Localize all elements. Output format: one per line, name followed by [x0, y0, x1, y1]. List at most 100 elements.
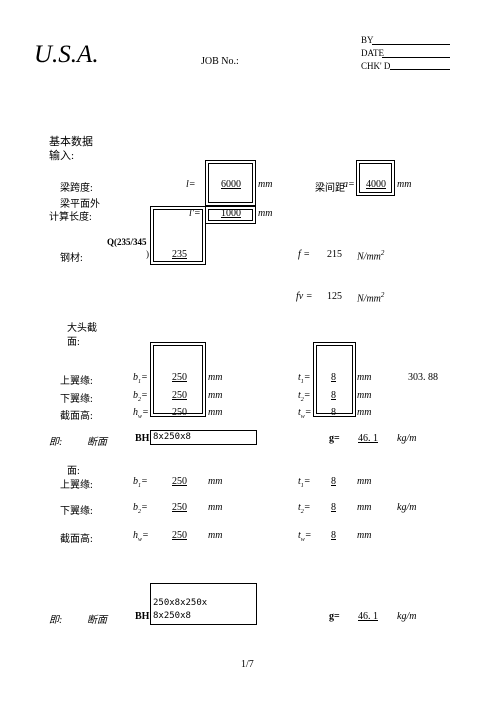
unbraced-value[interactable]: 1000: [221, 208, 241, 219]
row-b-symbol: hw=: [133, 530, 149, 543]
fv-value: 125: [327, 291, 342, 302]
unbraced-input-box-top: [205, 206, 256, 224]
unbraced-unit: mm: [258, 208, 273, 219]
date-line: [382, 57, 450, 58]
small-end-section-text-2: 8x250x8: [153, 611, 191, 621]
big-end-heading-2: 面:: [67, 337, 80, 348]
span-value[interactable]: 6000: [221, 179, 241, 190]
steel-grade-1: Q(235/345: [107, 237, 147, 247]
fv-unit: N/mm2: [357, 291, 385, 305]
row-b-symbol: b1=: [133, 476, 148, 489]
row-b-value[interactable]: 250: [172, 390, 187, 401]
row-t-unit: mm: [357, 390, 372, 401]
small-end-g-label: g=: [329, 611, 340, 622]
spacing-value[interactable]: 4000: [366, 179, 386, 190]
spacing-symbol: a=: [343, 179, 355, 190]
span-label: 梁跨度:: [60, 183, 93, 194]
row-b-symbol: b2=: [133, 390, 148, 403]
small-end-code: BH: [135, 611, 150, 622]
row-t-unit: mm: [357, 502, 372, 513]
fv-symbol: fv =: [296, 291, 313, 302]
small-end-section-box: 250x8x250x 8x250x8: [150, 583, 257, 625]
row-t-value[interactable]: 8: [331, 390, 336, 401]
small-end-section-text-1: 250x8x250x: [153, 598, 208, 608]
small-end-heading: 面:: [67, 466, 80, 477]
f-unit: N/mm2: [357, 249, 385, 263]
small-end-g-value: 46. 1: [358, 611, 378, 622]
big-end-b-input-box[interactable]: [150, 342, 206, 417]
row-b-symbol: b1=: [133, 372, 148, 385]
big-end-g-unit: kg/m: [397, 433, 417, 444]
row-b-value[interactable]: 250: [172, 502, 187, 513]
row-t-symbol: t2=: [298, 390, 311, 403]
big-end-t-input-box[interactable]: [313, 342, 356, 417]
row-b-unit: mm: [208, 502, 223, 513]
row-t-unit: mm: [357, 407, 372, 418]
span-unit: mm: [258, 179, 273, 190]
row-b-unit: mm: [208, 372, 223, 383]
big-end-code: BH: [135, 433, 150, 444]
basic-heading-2: 输入:: [49, 150, 75, 162]
row-label: 上翼缘:: [60, 376, 93, 387]
row-t-unit: mm: [357, 476, 372, 487]
row-t-value[interactable]: 8: [331, 372, 336, 383]
steel-grade-2: ): [146, 249, 149, 259]
span-symbol: l=: [186, 179, 196, 190]
big-end-g-label: g=: [329, 433, 340, 444]
basic-heading-1: 基本数据: [49, 136, 93, 148]
row-b-unit: mm: [208, 407, 223, 418]
f-value: 215: [327, 249, 342, 260]
row-b-symbol: hw=: [133, 407, 149, 420]
big-end-prefix: 即:: [49, 437, 63, 448]
row-extra: 303. 88: [408, 372, 438, 383]
spacing-label: 梁间距: [315, 183, 345, 194]
spacing-input-box[interactable]: [356, 160, 395, 196]
row-t-value[interactable]: 8: [331, 530, 336, 541]
small-end-word: 断面: [87, 615, 107, 626]
row-label: 截面高:: [60, 411, 93, 422]
row-label: 下翼缘:: [60, 506, 93, 517]
row-extra: kg/m: [397, 502, 417, 513]
row-t-symbol: t1=: [298, 476, 311, 489]
job-no-label: JOB No.:: [201, 56, 239, 67]
row-b-unit: mm: [208, 390, 223, 401]
small-end-g-unit: kg/m: [397, 611, 417, 622]
span-input-box[interactable]: [205, 160, 256, 206]
steel-value[interactable]: 235: [172, 249, 187, 260]
row-t-symbol: tw=: [298, 530, 312, 543]
row-label: 下翼缘:: [60, 394, 93, 405]
row-b-value[interactable]: 250: [172, 530, 187, 541]
date-label: DATE: [361, 48, 384, 58]
chk-label: CHK' D: [361, 61, 391, 71]
row-t-value[interactable]: 8: [331, 407, 336, 418]
row-t-symbol: t1=: [298, 372, 311, 385]
row-t-value[interactable]: 8: [331, 476, 336, 487]
row-b-unit: mm: [208, 476, 223, 487]
row-t-symbol: t2=: [298, 502, 311, 515]
by-label: BY: [361, 35, 374, 45]
unbraced-symbol: l'=: [189, 208, 201, 219]
big-end-word: 断面: [87, 437, 107, 448]
big-end-g-value: 46. 1: [358, 433, 378, 444]
row-t-symbol: tw=: [298, 407, 312, 420]
row-b-value[interactable]: 250: [172, 476, 187, 487]
big-end-section-text: 8x250x8: [153, 432, 191, 442]
row-label: 上翼缘:: [60, 480, 93, 491]
unbraced-label-2: 计算长度:: [49, 212, 92, 223]
page-number: 1/7: [241, 659, 254, 670]
chk-line: [390, 69, 450, 70]
by-line: [372, 44, 450, 45]
steel-label: 钢材:: [60, 253, 83, 264]
big-end-heading-1: 大头截: [67, 323, 97, 334]
row-b-value[interactable]: 250: [172, 372, 187, 383]
row-b-symbol: b2=: [133, 502, 148, 515]
row-b-unit: mm: [208, 530, 223, 541]
document-title: U.S.A.: [34, 41, 99, 68]
steel-input-box[interactable]: [150, 206, 206, 265]
row-t-unit: mm: [357, 530, 372, 541]
row-b-value[interactable]: 250: [172, 407, 187, 418]
spacing-unit: mm: [397, 179, 412, 190]
small-end-prefix: 即:: [49, 615, 63, 626]
row-t-value[interactable]: 8: [331, 502, 336, 513]
f-symbol: f =: [298, 249, 311, 260]
